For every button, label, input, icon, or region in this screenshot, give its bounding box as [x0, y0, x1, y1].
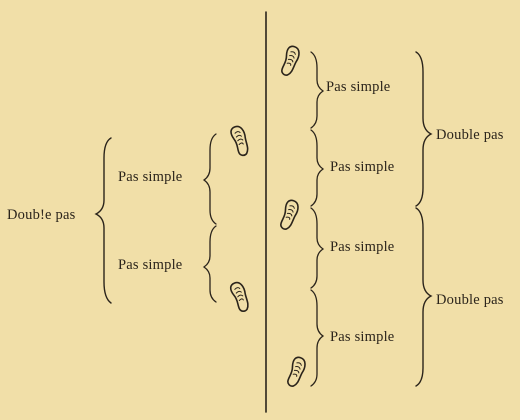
brace-double-right-bottom: [415, 207, 433, 387]
brace-simple-right-1: [310, 51, 325, 129]
footprint-icon: [228, 123, 253, 158]
footprint-icon: [278, 198, 301, 232]
footprint-icon: [279, 44, 302, 78]
brace-double-left: [94, 137, 112, 304]
brace-simple-left-bottom: [202, 225, 217, 303]
brace-simple-left-top: [202, 133, 217, 225]
label-double-pas-right-top: Double pas: [436, 127, 504, 143]
label-pas-simple-left-top: Pas simple: [118, 169, 183, 185]
label-pas-simple-right-4: Pas simple: [330, 329, 395, 345]
label-pas-simple-right-2: Pas simple: [330, 159, 395, 175]
label-pas-simple-right-1: Pas simple: [326, 79, 391, 95]
label-double-pas-right-bottom: Double pas: [436, 292, 504, 308]
label-pas-simple-left-bottom: Pas simple: [118, 257, 183, 273]
label-double-pas-left: Doub!e pas: [7, 207, 76, 223]
label-pas-simple-right-3: Pas simple: [330, 239, 395, 255]
brace-simple-right-4: [310, 289, 325, 387]
brace-simple-right-2: [310, 129, 325, 207]
footprint-icon: [285, 355, 308, 389]
footprint-icon: [228, 279, 253, 314]
brace-simple-right-3: [310, 207, 325, 289]
brace-double-right-top: [415, 51, 433, 207]
